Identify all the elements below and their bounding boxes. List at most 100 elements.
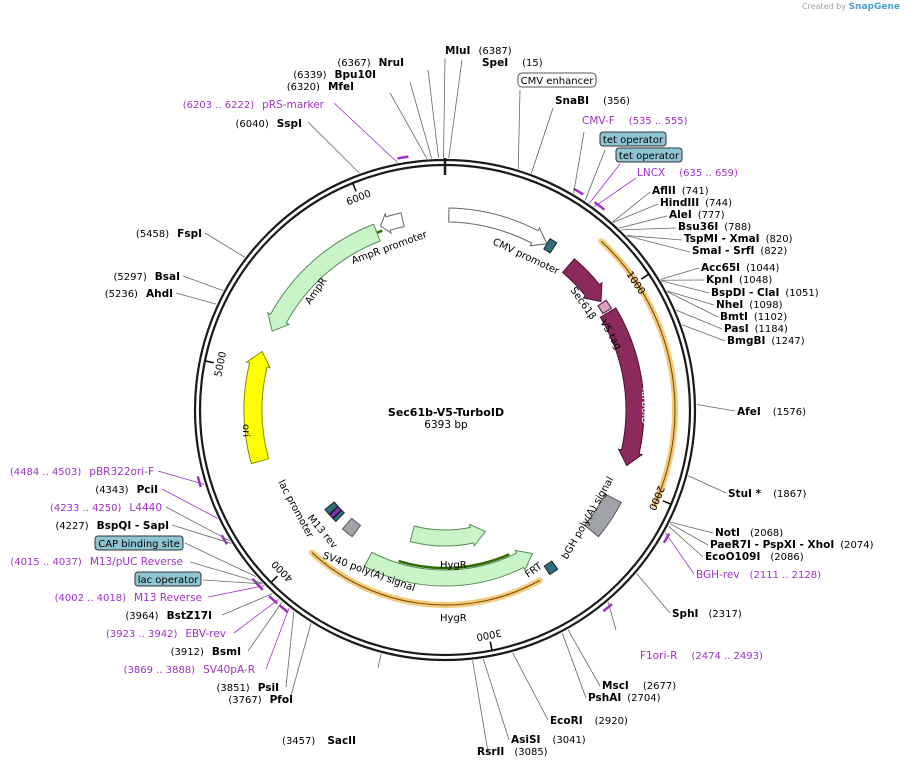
plasmid-name: Sec61b-V5-TurboID: [388, 406, 504, 419]
site-noti[interactable]: NotI(2068): [715, 527, 783, 539]
leader-line-8: [531, 107, 554, 174]
tick-mark-1000: [640, 273, 650, 280]
leader-line-42: [265, 607, 290, 670]
feature-layer: [196, 155, 678, 614]
tick-mark-6000: [352, 182, 357, 192]
site-bstz17i[interactable]: (3964)BstZ17I: [125, 610, 212, 622]
primer-m13-reverse[interactable]: (4002 .. 4018)M13 Reverse: [55, 592, 202, 604]
site-pasi[interactable]: PasI(1184): [724, 323, 788, 335]
site-ecoo109i[interactable]: EcoO109I(2086): [705, 551, 804, 563]
tet-operator-box-1[interactable]: [599, 131, 667, 147]
site-aflii[interactable]: AflII(741): [652, 185, 709, 197]
tick-mark-4000: [270, 575, 278, 584]
lac-promoter-label: lac promoter: [275, 478, 315, 540]
site-bsai[interactable]: (5297)BsaI: [113, 271, 180, 283]
primer-prs-marker[interactable]: (6203 .. 6222)pRS-marker: [183, 99, 325, 111]
cap-binding-site-box[interactable]: [94, 535, 184, 551]
leader-line-45: [221, 593, 273, 616]
lac-operator-label: lac operator: [138, 575, 199, 586]
cmv-enhancer-label: CMV enhancer: [521, 76, 595, 87]
hygr-inner-label: HygR: [440, 560, 467, 571]
site-sspi[interactable]: (6040)SspI: [235, 118, 302, 130]
site-pcii[interactable]: (4343)PciI: [95, 484, 158, 496]
site-tspmi-xmai[interactable]: TspMI - XmaI(820): [684, 233, 793, 245]
primer-ebv-rev[interactable]: (3923 .. 3942)EBV-rev: [106, 628, 226, 640]
site-mlui[interactable]: MluI(6387): [445, 45, 512, 57]
leader-line-55: [182, 275, 224, 291]
primer-sv40pa-r[interactable]: (3869 .. 3888)SV40pA-R: [124, 664, 255, 676]
site-alei[interactable]: AleI(777): [669, 209, 725, 221]
site-pshai[interactable]: PshAI(2704): [588, 692, 661, 704]
ori-label: ori: [240, 424, 251, 437]
site-fspi[interactable]: (5458)FspI: [136, 228, 202, 240]
primer-cmv-f[interactable]: CMV-F(535 .. 555): [582, 115, 688, 127]
leader-line-49: [184, 542, 257, 577]
bgh-polya-block: [583, 493, 622, 538]
site-sacii[interactable]: (3457)SacII: [282, 735, 356, 747]
tick-label-3000: 3000: [475, 626, 502, 642]
site-hindiii[interactable]: HindIII(744): [660, 197, 732, 209]
primer-mark-0: [397, 155, 409, 160]
site-ecori[interactable]: EcoRI(2920): [550, 715, 628, 727]
lac-operator-block: [332, 509, 345, 523]
site-stui[interactable]: StuI *(1867): [728, 488, 806, 500]
primer-pbr322ori-f[interactable]: (4484 .. 4503)pBR322ori-F: [10, 466, 154, 478]
leader-line-33: [607, 601, 617, 631]
site-ahdi[interactable]: (5236)AhdI: [105, 288, 173, 300]
leader-line-41: [285, 611, 295, 688]
leader-line-5: [333, 102, 398, 163]
cap-binding-site-label: CAP binding site: [98, 539, 180, 550]
site-afei[interactable]: AfeI(1576): [737, 406, 806, 418]
site-bmti[interactable]: BmtI(1102): [720, 311, 787, 323]
leader-line-28: [670, 521, 714, 534]
site-bspdi-clai[interactable]: BspDI - ClaI(1051): [711, 287, 819, 299]
cap-site-block: [324, 501, 339, 515]
leader-line-43: [247, 601, 283, 652]
site-msci[interactable]: MscI(2677): [602, 680, 676, 692]
site-bsmi[interactable]: (3912)BsmI: [171, 646, 241, 658]
leader-line-12: [594, 177, 637, 208]
site-mfei[interactable]: (6320)MfeI: [287, 81, 354, 93]
frt-block: [543, 560, 559, 576]
site-acc65i[interactable]: Acc65I(1044): [701, 262, 779, 274]
primer-l4440[interactable]: (4233 .. 4250)L4440: [50, 502, 162, 514]
site-kpni[interactable]: KpnI(1048): [706, 274, 772, 286]
site-asisi[interactable]: AsiSI(3041): [511, 734, 586, 746]
site-paer7i-pspxi-xhoi[interactable]: PaeR7I - PspXI - XhoI(2074): [710, 539, 874, 551]
turboid-label: TurboID: [639, 385, 650, 424]
site-pfoi[interactable]: (3767)PfoI: [228, 694, 293, 706]
site-rsrii[interactable]: RsrII(3085): [477, 746, 548, 758]
leader-line-26: [696, 404, 736, 412]
leader-line-0: [443, 57, 446, 159]
leader-line-6: [307, 121, 360, 174]
site-bpu10i[interactable]: (6339)Bpu10I: [293, 69, 376, 81]
site-spei[interactable]: SpeI(15): [482, 57, 543, 69]
site-bmgbi[interactable]: BmgBI(1247): [727, 335, 805, 347]
leader-line-2: [427, 69, 439, 159]
site-psii[interactable]: (3851)PsiI: [216, 682, 279, 694]
ampr-promoter-arrow: [379, 212, 405, 235]
v5-tag-block: [597, 299, 613, 315]
primer-m13-puc-reverse[interactable]: (4015 .. 4037)M13/pUC Reverse: [10, 556, 183, 568]
leader-line-39: [377, 653, 382, 669]
hygr-outer-label: HygR: [440, 613, 467, 624]
tet-operator-box-2[interactable]: [615, 147, 683, 163]
site-nhei[interactable]: NheI(1098): [716, 299, 783, 311]
site-nrui[interactable]: (6367)NruI: [337, 57, 404, 69]
site-sphi[interactable]: SphI(2317): [672, 608, 742, 620]
sec61b-arrow: [561, 258, 603, 303]
primer-bgh-rev[interactable]: BGH-rev(2111 .. 2128): [696, 569, 821, 581]
site-bsu36i[interactable]: Bsu36I(788): [678, 221, 751, 233]
site-bspqi-sapi[interactable]: (4227)BspQI - SapI: [55, 520, 169, 532]
site-smai-srfi[interactable]: SmaI - SrfI(822): [692, 245, 787, 257]
primer-lncx[interactable]: LNCX(635 .. 659): [637, 167, 738, 179]
primer-f1ori-r[interactable]: F1ori-R(2474 .. 2493): [640, 650, 763, 662]
lac-operator-box[interactable]: [134, 571, 202, 587]
site-snabi[interactable]: SnaBI(356): [555, 95, 630, 107]
leader-line-44: [233, 598, 279, 634]
leader-line-21: [661, 280, 710, 294]
primer-mark-5: [196, 476, 203, 488]
cmv-enhancer-box[interactable]: [517, 72, 597, 88]
leader-line-54: [175, 292, 217, 305]
